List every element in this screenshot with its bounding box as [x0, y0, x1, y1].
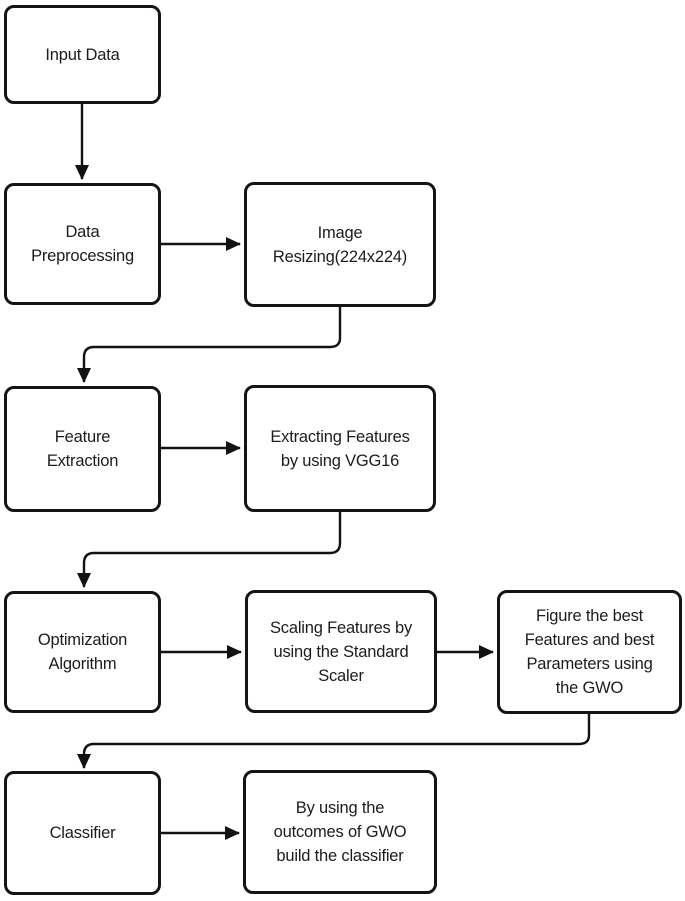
- node-input-data: Input Data: [4, 5, 161, 104]
- node-data-preprocessing: Data Preprocessing: [4, 183, 161, 305]
- node-build-classifier-from-gwo: By using the outcomes of GWO build the c…: [243, 770, 437, 894]
- edge-resizing-to-feature-extraction: [77, 307, 342, 383]
- node-figure-best-features-gwo: Figure the best Features and best Parame…: [497, 590, 682, 714]
- node-image-resizing: Image Resizing(224x224): [244, 182, 436, 307]
- node-feature-extraction: Feature Extraction: [4, 386, 161, 512]
- node-optimization-algorithm: Optimization Algorithm: [4, 591, 161, 713]
- node-classifier: Classifier: [4, 771, 161, 895]
- edge-vgg16-to-optimization: [77, 512, 342, 588]
- node-extracting-features-vgg16: Extracting Features by using VGG16: [244, 385, 436, 512]
- node-scaling-features-standard-scaler: Scaling Features by using the Standard S…: [245, 590, 437, 713]
- edge-figure-best-to-classifier: [77, 714, 591, 769]
